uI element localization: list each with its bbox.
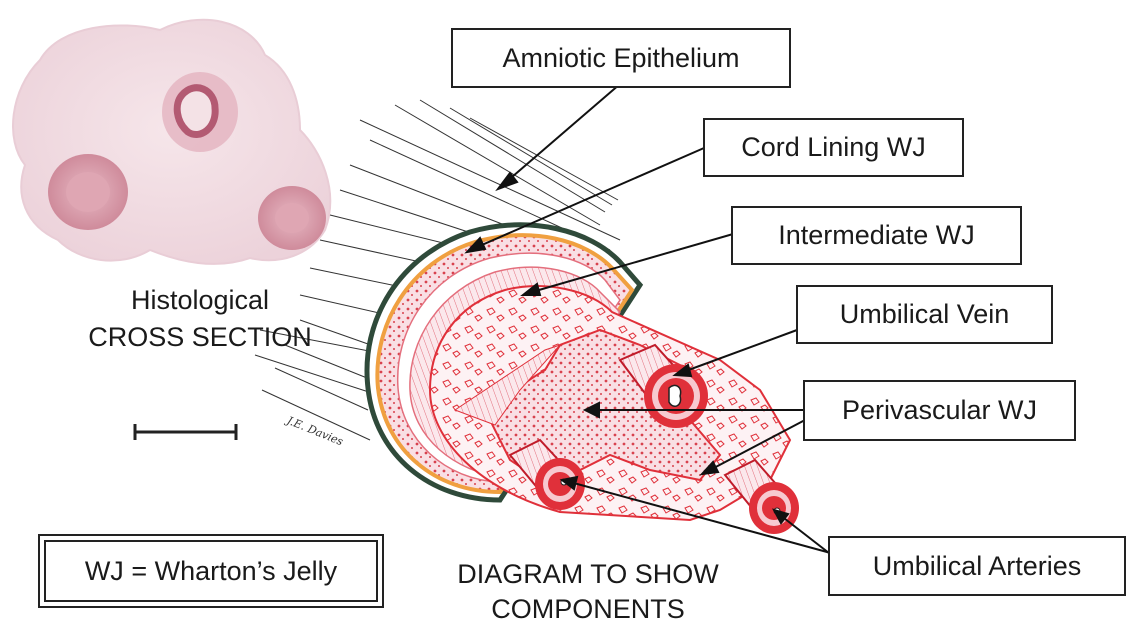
histology-caption-line1: Histological [100,283,300,317]
legend-text: WJ = Wharton’s Jelly [44,540,378,602]
diagram-caption-line1: DIAGRAM TO SHOW [428,557,748,591]
histology-caption-line2: CROSS SECTION [80,320,320,354]
diagram-caption-line2: COMPONENTS [428,592,748,626]
label-perivascular-wj: Perivascular WJ [803,380,1076,441]
label-amniotic-epithelium: Amniotic Epithelium [451,28,791,88]
scale-bar [135,424,236,440]
histological-section [13,20,330,264]
label-intermediate-wj: Intermediate WJ [731,206,1022,265]
legend-box: WJ = Wharton’s Jelly [38,534,384,608]
label-cord-lining-wj: Cord Lining WJ [703,118,964,177]
label-umbilical-vein: Umbilical Vein [796,285,1053,344]
label-umbilical-arteries: Umbilical Arteries [828,536,1126,596]
